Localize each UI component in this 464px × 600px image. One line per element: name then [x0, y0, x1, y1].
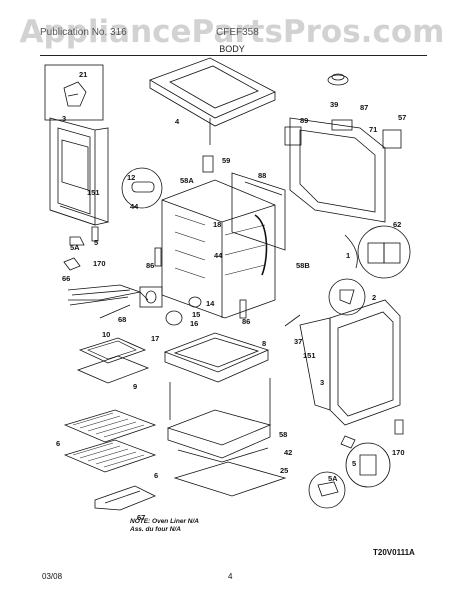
- callout-8: 8: [262, 339, 266, 348]
- callout-57: 57: [398, 113, 406, 122]
- callout-9: 9: [133, 382, 137, 391]
- page-number: 4: [228, 572, 233, 581]
- callout-86-left: 86: [146, 261, 154, 270]
- drawing-code: T20V0111A: [373, 548, 415, 557]
- callout-15: 15: [192, 310, 200, 319]
- oven-rack-upper: [63, 409, 157, 443]
- callout-6-lower: 6: [154, 471, 158, 480]
- rear-panel: [289, 117, 386, 223]
- side-panel-58B: [231, 172, 286, 251]
- callout-44b: 44: [214, 251, 223, 260]
- inset-circle-5A: [308, 471, 346, 509]
- note-line-1: NOTE: Oven Liner N/A: [130, 518, 199, 525]
- inset-circle-5: [345, 442, 391, 488]
- drawer-58: [166, 409, 272, 446]
- inset-box-21: [44, 64, 104, 121]
- callout-5-right: 5: [352, 459, 356, 468]
- cooktop-top: [149, 57, 276, 119]
- callout-17: 17: [151, 334, 159, 343]
- callout-89: 89: [300, 116, 308, 125]
- publication-number: Publication No. 316: [40, 27, 127, 38]
- callout-71: 71: [369, 125, 377, 134]
- callout-4: 4: [175, 117, 180, 126]
- bake-element: [94, 485, 156, 511]
- callout-37: 37: [294, 337, 302, 346]
- callout-170-left: 170: [93, 259, 106, 268]
- inset-circle-12: [121, 167, 163, 209]
- callout-68: 68: [118, 315, 126, 324]
- callout-5-left: 5: [94, 238, 98, 247]
- callout-3-left: 3: [62, 114, 66, 123]
- header-rule: [40, 55, 427, 56]
- inset-circle-62: [357, 225, 411, 279]
- callout-66: 66: [62, 274, 70, 283]
- callout-86-right: 86: [242, 317, 250, 326]
- callout-14: 14: [206, 299, 215, 308]
- callout-58B: 58B: [296, 261, 310, 270]
- model-number: CFEF358: [216, 27, 259, 38]
- broil-element: [67, 284, 142, 306]
- callout-12: 12: [127, 173, 135, 182]
- callout-5A-left: 5A: [70, 243, 80, 252]
- callout-2: 2: [372, 293, 376, 302]
- broiler-pan: [78, 337, 147, 364]
- callout-62: 62: [393, 220, 401, 229]
- footer-date: 03/08: [42, 572, 63, 581]
- callout-10: 10: [102, 330, 110, 339]
- callout-21: 21: [79, 70, 87, 79]
- callout-1: 1: [346, 251, 350, 260]
- callout-87: 87: [360, 103, 368, 112]
- callout-25: 25: [280, 466, 288, 475]
- bottom-panel: [173, 461, 287, 497]
- callout-5A-right: 5A: [328, 474, 338, 483]
- callout-151-right: 151: [303, 351, 316, 360]
- section-title: BODY: [219, 44, 245, 54]
- callout-88: 88: [258, 171, 266, 180]
- callout-59: 59: [222, 156, 230, 165]
- callout-58: 58: [279, 430, 287, 439]
- callout-170-right: 170: [392, 448, 405, 457]
- watermark: AppliancePartsPros.com: [19, 14, 445, 50]
- callout-67: 67: [137, 513, 145, 522]
- callout-58A: 58A: [180, 176, 194, 185]
- callout-3-right: 3: [320, 378, 324, 387]
- oven-liner-note: NOTE: Oven Liner N/A Ass. du four N/A: [130, 518, 199, 534]
- inset-circle-2b: [328, 278, 366, 316]
- callout-44a: 44: [130, 202, 139, 211]
- callout-39: 39: [330, 100, 338, 109]
- page-header: AppliancePartsPros.com Publication No. 3…: [0, 0, 464, 62]
- callout-42: 42: [284, 448, 292, 457]
- callout-18: 18: [213, 220, 221, 229]
- note-line-2: Ass. du four N/A: [130, 526, 181, 533]
- callout-151-left: 151: [87, 188, 100, 197]
- knob-39: [327, 74, 349, 86]
- oven-rack-lower: [63, 439, 157, 473]
- drawer-body: [169, 378, 271, 425]
- callout-16: 16: [190, 319, 198, 328]
- inset-box-2: [139, 286, 163, 308]
- oven-body: [161, 179, 276, 319]
- callout-6-upper: 6: [56, 439, 60, 448]
